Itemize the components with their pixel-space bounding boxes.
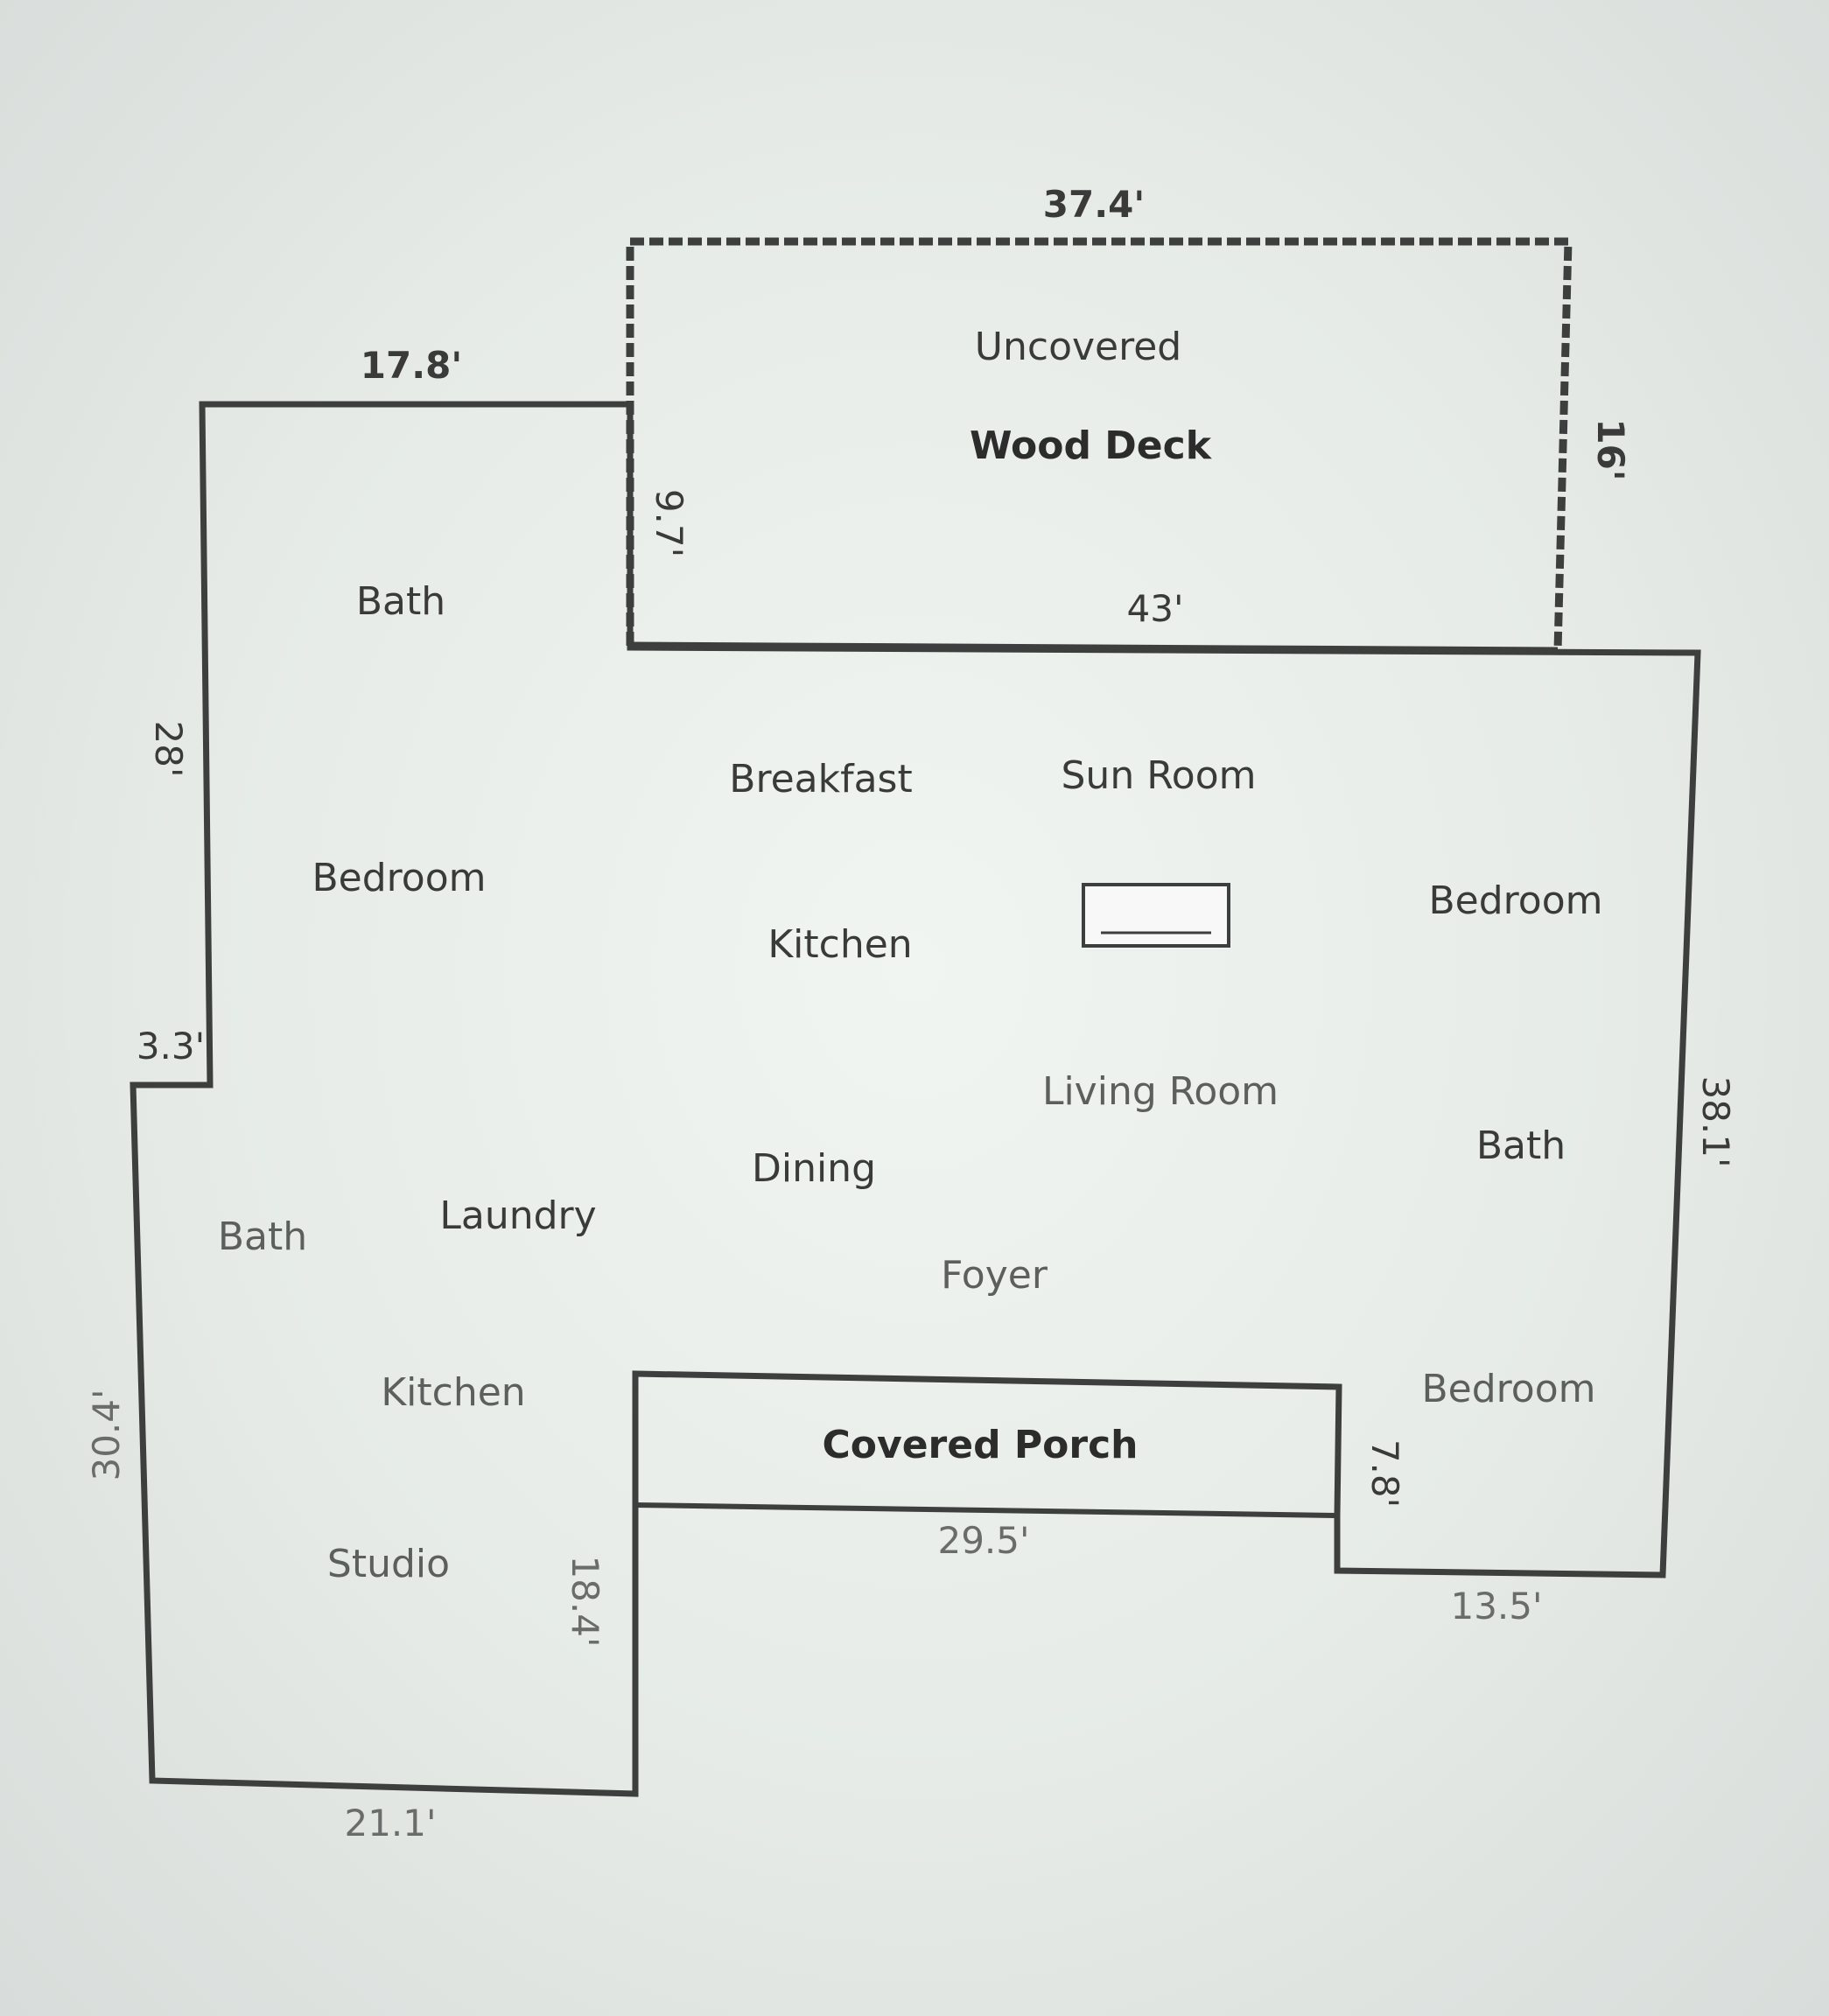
- room-foyer: Foyer: [941, 1253, 1048, 1298]
- room-breakfast: Breakfast: [729, 757, 912, 802]
- room-kitchen-main: Kitchen: [767, 922, 912, 967]
- dim-right-side: 38.1': [1694, 1075, 1737, 1167]
- room-covered-porch: Covered Porch: [823, 1423, 1139, 1467]
- room-studio: Studio: [327, 1542, 450, 1586]
- dim-left-top: 17.8': [361, 344, 462, 387]
- room-bedroom-right-upper: Bedroom: [1428, 878, 1602, 923]
- dim-deck-right: 16': [1589, 418, 1632, 480]
- fireplace-symbol: [1082, 883, 1230, 948]
- room-bath-right: Bath: [1476, 1124, 1566, 1168]
- room-bedroom-right-lower: Bedroom: [1421, 1367, 1595, 1411]
- room-kitchen-studio: Kitchen: [381, 1370, 525, 1415]
- dim-bottom-right: 13.5': [1450, 1585, 1542, 1628]
- dim-deck-left: 9.7': [648, 489, 690, 557]
- deck-label-line1: Uncovered: [975, 325, 1181, 369]
- dim-deck-top: 37.4': [1043, 183, 1145, 226]
- dim-left-upper-side: 28': [147, 721, 190, 778]
- room-bath-lower-left: Bath: [218, 1214, 307, 1259]
- room-sun-room: Sun Room: [1062, 753, 1257, 798]
- dim-left-lower-side: 30.4': [85, 1389, 128, 1480]
- room-bath-upper-left: Bath: [356, 579, 445, 624]
- dim-deck-bottom: 43': [1127, 587, 1184, 630]
- dim-porch-right: 7.8': [1363, 1439, 1406, 1508]
- room-laundry: Laundry: [439, 1194, 596, 1238]
- dim-left-step: 3.3': [137, 1025, 205, 1068]
- dim-studio-inner: 18.4': [564, 1555, 606, 1647]
- room-bedroom-left: Bedroom: [312, 856, 486, 900]
- deck-label-line2: Wood Deck: [970, 424, 1213, 468]
- room-dining: Dining: [752, 1146, 876, 1191]
- dim-porch-bottom: 29.5': [937, 1519, 1029, 1562]
- porch-inner-line: [634, 1502, 1338, 1518]
- deck-bottom-edge: [629, 641, 1559, 655]
- dim-bottom-left: 21.1': [344, 1802, 436, 1844]
- room-living-room: Living Room: [1042, 1069, 1279, 1114]
- deck-outline: [626, 237, 1573, 652]
